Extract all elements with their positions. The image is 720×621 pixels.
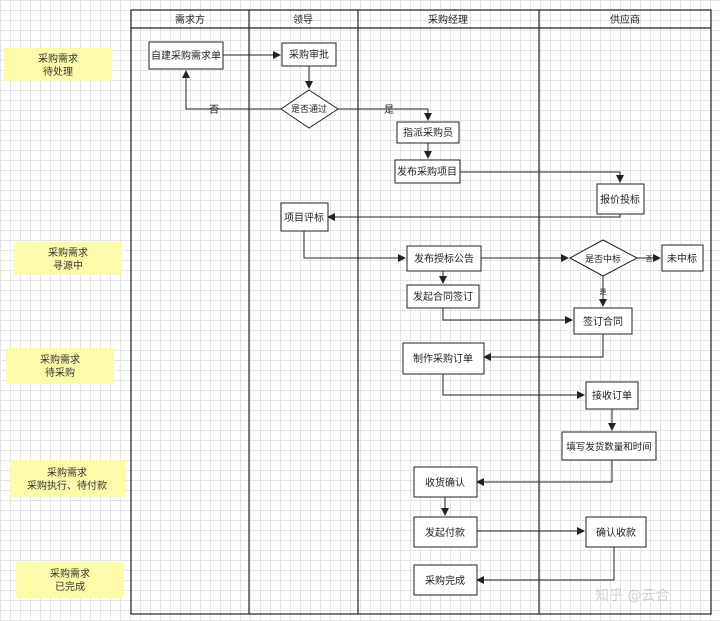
- node-label: 采购审批: [289, 48, 329, 61]
- node-label: 指派采购员: [403, 126, 453, 139]
- node-publish-project[interactable]: 发布采购项目: [394, 159, 461, 184]
- node-label: 收货确认: [425, 476, 465, 489]
- node-not-won[interactable]: 未中标: [661, 244, 704, 272]
- node-confirm-payment[interactable]: 确认收款: [585, 516, 647, 548]
- edge-quote-to-evaluate: [327, 213, 621, 221]
- status-note-line: 采购需求: [50, 567, 90, 580]
- node-fill-shipping[interactable]: 填写发货数量和时间: [561, 431, 657, 461]
- edge-order-to-receive: [442, 374, 585, 399]
- node-label: 制作采购订单: [413, 352, 473, 365]
- node-quote-bid[interactable]: 报价投标: [596, 183, 645, 215]
- flow-edges: [182, 51, 661, 584]
- node-label: 填写发货数量和时间: [566, 441, 652, 453]
- status-note-line: 采购需求: [40, 353, 80, 366]
- node-label: 自建采购需求单: [151, 49, 221, 62]
- lane-header-supplier: 供应商: [610, 13, 640, 26]
- node-make-order[interactable]: 制作采购订单: [402, 342, 485, 375]
- node-receive-order[interactable]: 接收订单: [585, 381, 639, 410]
- lane-header-manager: 采购经理: [428, 13, 468, 26]
- node-label: 是否通过: [291, 103, 327, 115]
- node-sign-contract[interactable]: 签订合同: [573, 307, 633, 335]
- status-note-line: 寻源中: [53, 259, 83, 272]
- node-label: 发起付款: [425, 526, 465, 539]
- node-label: 发布授标公告: [414, 252, 474, 265]
- decision-is-won[interactable]: 是否中标: [568, 239, 639, 277]
- watermark-text: 知乎 @云合: [595, 587, 669, 604]
- edge-evaluate-to-award: [303, 231, 406, 262]
- status-note-line: 采购执行、待付款: [27, 479, 107, 492]
- status-note-sourcing: 采购需求 寻源中: [14, 242, 122, 275]
- node-approve[interactable]: 采购审批: [281, 42, 337, 67]
- edge-label-no: 否: [209, 104, 219, 116]
- edge-confirm-to-complete: [476, 547, 615, 584]
- edge-decision-yes: [338, 108, 432, 121]
- node-label: 是否中标: [585, 253, 621, 265]
- status-note-to-purchase: 采购需求 待采购: [6, 348, 114, 384]
- node-label: 发布采购项目: [397, 165, 457, 178]
- watermark: 知乎 @云合: [595, 587, 669, 604]
- node-label: 项目评标: [284, 212, 324, 224]
- node-label: 签订合同: [583, 315, 623, 328]
- edge-fill-to-confirm-receipt: [476, 460, 613, 486]
- status-note-line: 采购需求: [47, 466, 87, 479]
- edge-decision-no: [182, 70, 281, 110]
- node-create-request[interactable]: 自建采购需求单: [148, 41, 224, 70]
- node-assign-buyer[interactable]: 指派采购员: [396, 121, 460, 144]
- status-note-line: 待采购: [45, 366, 75, 379]
- status-note-executing: 采购需求 采购执行、待付款: [10, 460, 125, 497]
- edge-label-not-won: 否: [646, 255, 653, 263]
- status-note-line: 采购需求: [38, 52, 78, 65]
- lane-header-leader: 领导: [293, 13, 313, 26]
- edge-sign-to-order: [483, 334, 604, 361]
- node-publish-award[interactable]: 发布授标公告: [406, 245, 482, 272]
- status-note-pending: 采购需求 待处理: [4, 48, 112, 81]
- lane-header-requester: 需求方: [175, 13, 205, 26]
- edge-label-won: 是: [600, 288, 607, 296]
- node-label: 报价投标: [600, 193, 640, 206]
- edge-publish-to-quote: [460, 171, 624, 183]
- node-label: 接收订单: [592, 389, 632, 402]
- node-label: 未中标: [667, 252, 697, 265]
- node-evaluate[interactable]: 项目评标: [280, 202, 329, 232]
- swimlane-frame: [130, 9, 712, 615]
- node-label: 确认收款: [596, 526, 636, 539]
- decision-is-approved[interactable]: 是否通过: [280, 89, 339, 129]
- edge-contract-to-sign: [442, 308, 573, 324]
- node-label: 采购完成: [425, 574, 465, 587]
- node-confirm-receipt[interactable]: 收货确认: [413, 466, 478, 498]
- node-label: 发起合同签订: [413, 290, 473, 303]
- node-complete[interactable]: 采购完成: [413, 564, 478, 596]
- status-note-line: 采购需求: [48, 246, 88, 259]
- status-note-line: 已完成: [55, 580, 85, 593]
- node-start-payment[interactable]: 发起付款: [413, 516, 478, 548]
- status-note-completed: 采购需求 已完成: [16, 562, 124, 598]
- edge-label-yes: 是: [384, 104, 394, 116]
- status-note-line: 待处理: [43, 65, 73, 78]
- node-start-contract[interactable]: 发起合同签订: [406, 284, 480, 309]
